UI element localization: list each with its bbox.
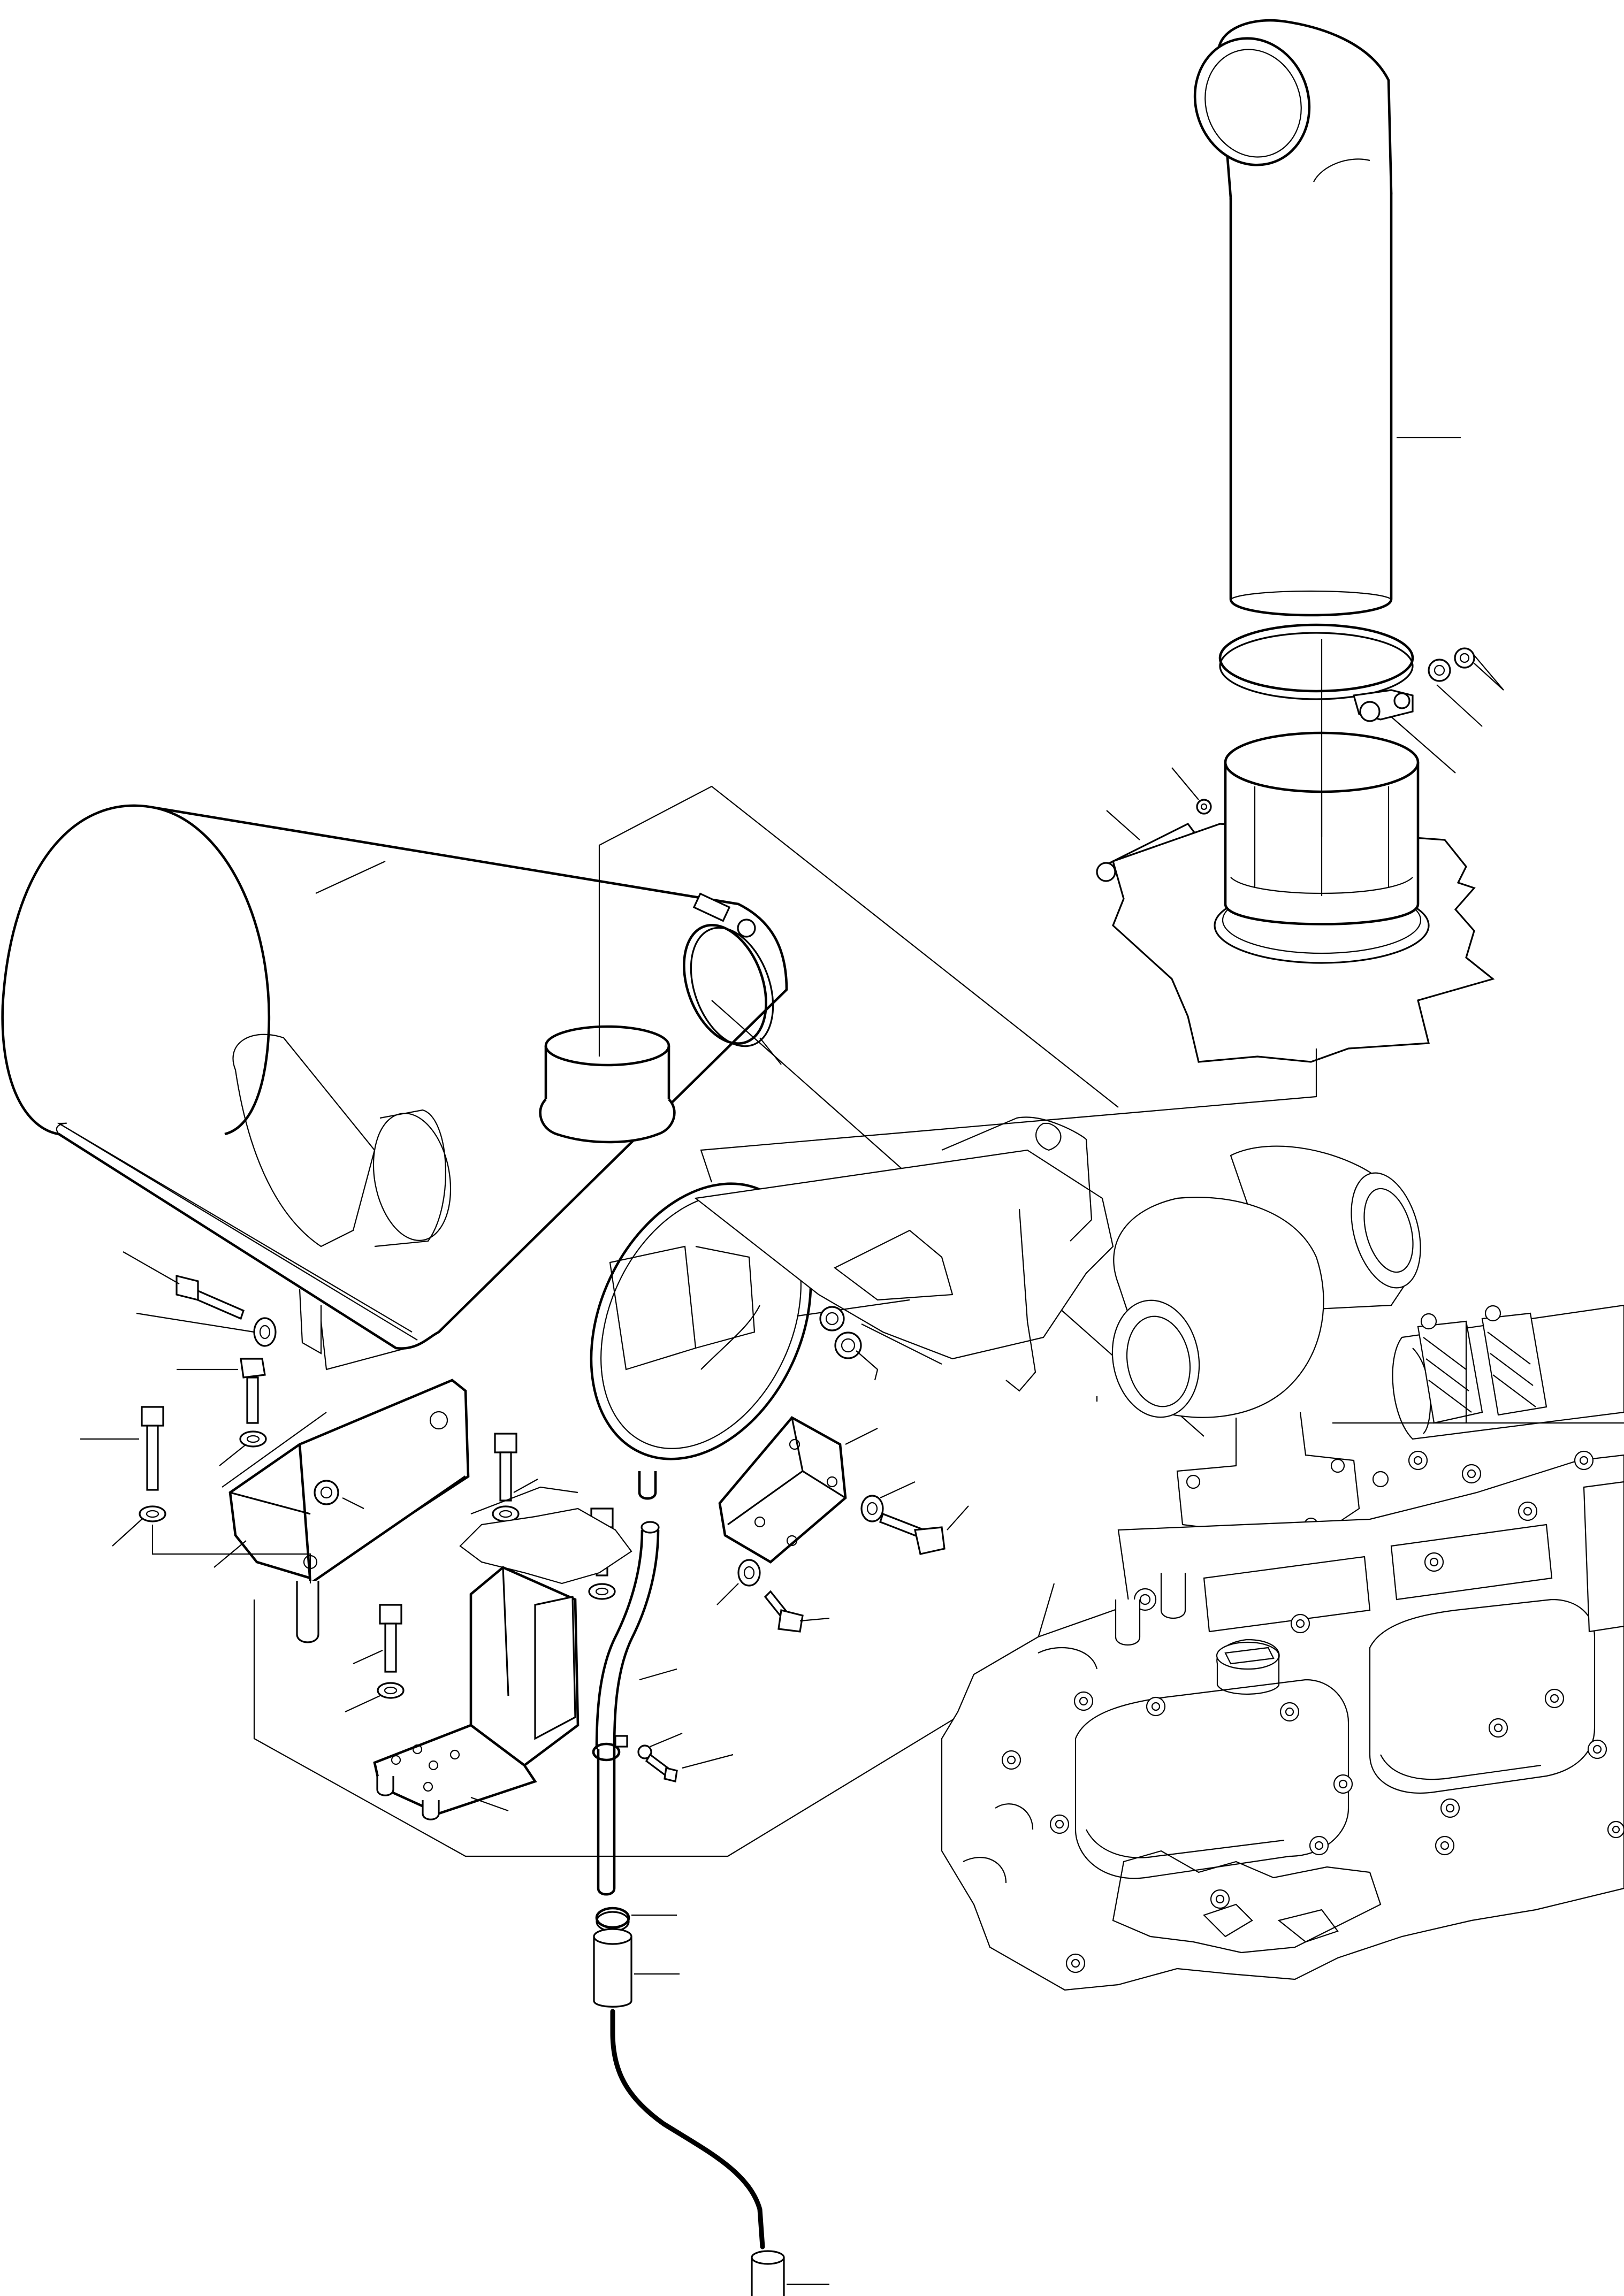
muffler-clamp bbox=[683, 892, 782, 1065]
washer bbox=[345, 1682, 405, 1712]
washer bbox=[136, 1312, 277, 1347]
hex-bolt bbox=[764, 1590, 830, 1633]
spacer bbox=[819, 1306, 942, 1381]
hex-bolt bbox=[637, 1732, 734, 1782]
hex-bolt bbox=[879, 1505, 969, 1555]
hex-bolt bbox=[80, 1406, 164, 1491]
washer bbox=[860, 1481, 916, 1522]
stack-adapter-pipe bbox=[1214, 639, 1430, 964]
muffler-outlet bbox=[539, 785, 1119, 1144]
turbocharger bbox=[1096, 1145, 1624, 1542]
hex-bolt bbox=[353, 1604, 402, 1673]
washer bbox=[112, 1505, 166, 1547]
muffler bbox=[1, 804, 812, 1460]
washer bbox=[716, 1559, 761, 1605]
hex-bolt bbox=[494, 1433, 538, 1502]
hex-bolt bbox=[177, 1358, 266, 1424]
hood-panel bbox=[459, 1486, 632, 1585]
rear-bracket bbox=[718, 1416, 878, 1564]
stack-clamp-nut bbox=[1428, 647, 1504, 691]
drain-tube bbox=[595, 1471, 677, 1896]
support-foot bbox=[373, 1566, 580, 1820]
hex-bolt bbox=[123, 1251, 245, 1320]
engine-block bbox=[941, 1450, 1624, 1991]
mount-bracket bbox=[151, 1289, 470, 1643]
washer bbox=[588, 1583, 616, 1600]
drain-hose bbox=[593, 1928, 829, 2296]
muffler-bracket bbox=[694, 1116, 1114, 1392]
engine-fastener bbox=[1001, 1450, 1624, 1973]
washer bbox=[219, 1430, 267, 1466]
muffler-inlet bbox=[232, 1034, 452, 1248]
exhaust-stack bbox=[1193, 19, 1461, 617]
stack-clamp bbox=[1218, 623, 1414, 722]
